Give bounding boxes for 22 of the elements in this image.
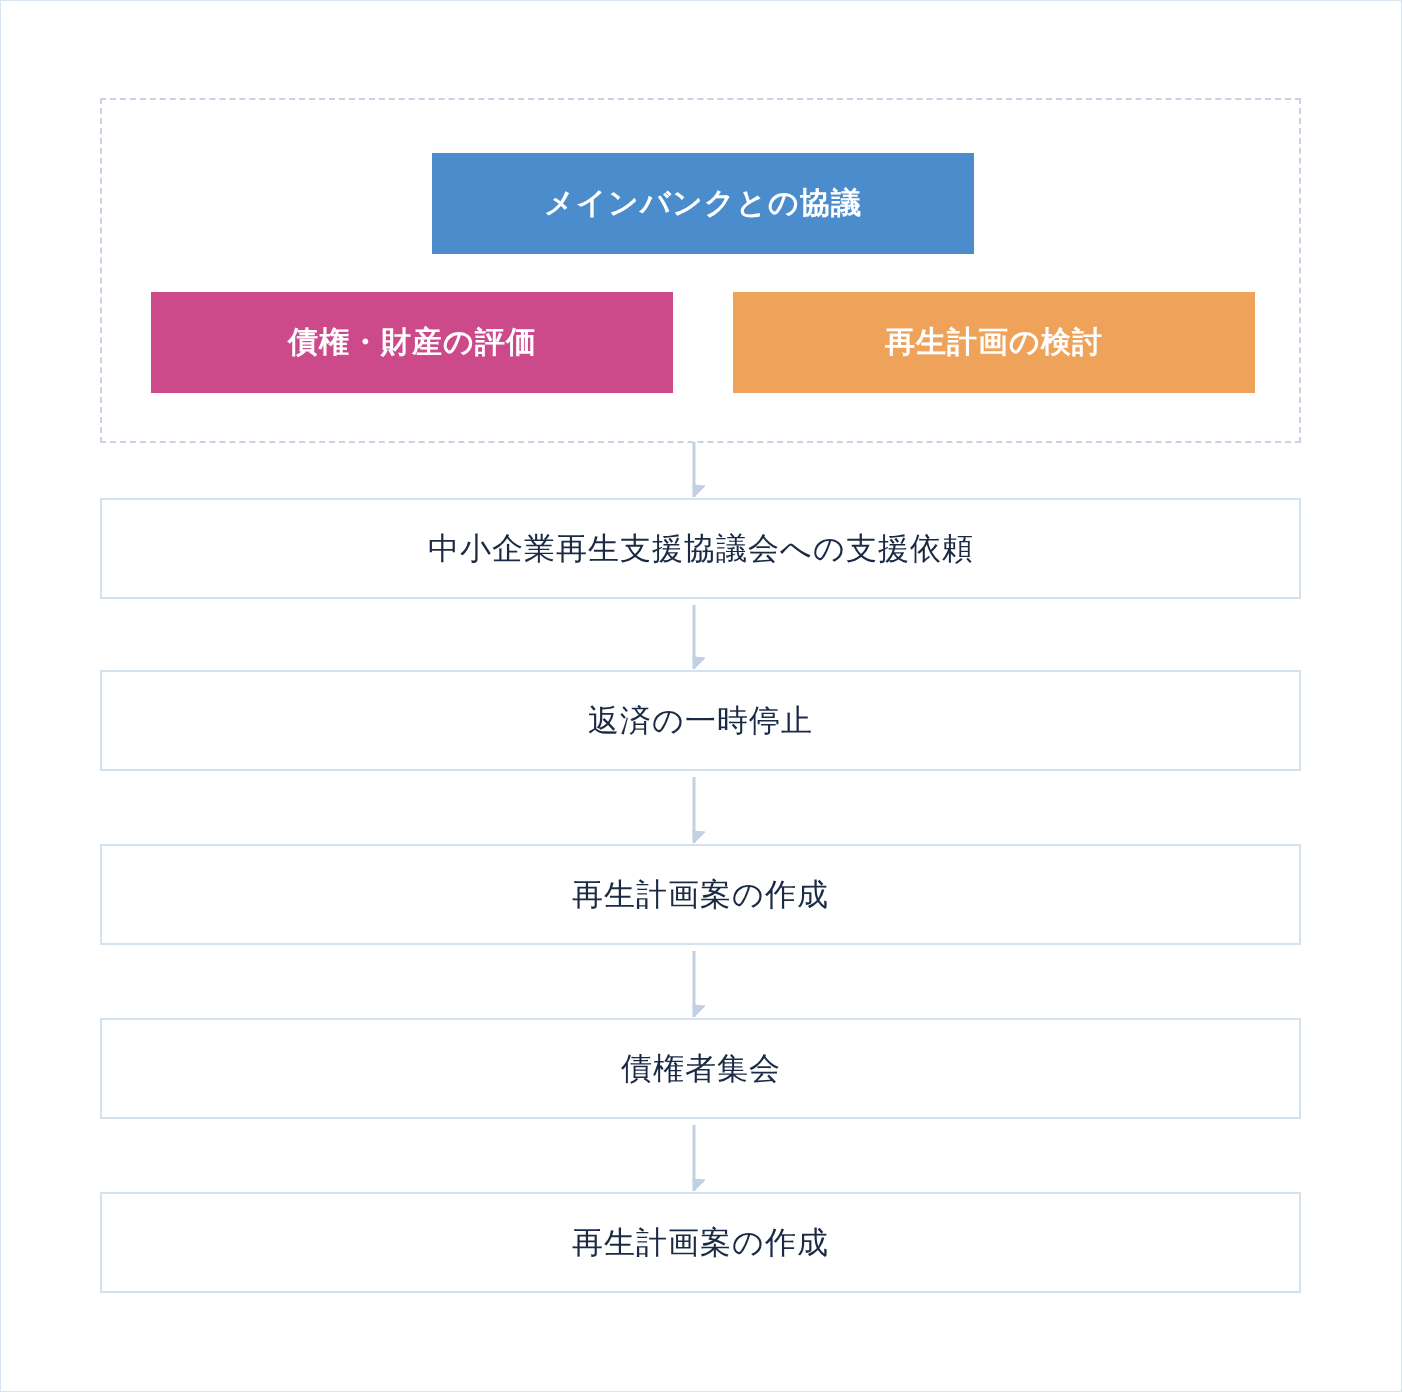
box-label: メインバンクとの協議 <box>544 184 862 222</box>
arrow <box>692 777 706 844</box>
step-box <box>100 844 1301 945</box>
arrow <box>692 605 706 670</box>
box-label: 返済の一時停止 <box>588 700 813 740</box>
step-box <box>100 670 1301 771</box>
step-box <box>100 1192 1301 1293</box>
box-label: 再生計画の検討 <box>885 323 1103 361</box>
process-box <box>733 292 1255 393</box>
step-box <box>100 498 1301 599</box>
dotted-group-box <box>100 98 1301 443</box>
box-label: 再生計画案の作成 <box>572 874 829 914</box>
process-box <box>151 292 673 393</box>
box-label: 債権・財産の評価 <box>287 323 537 361</box>
process-box <box>432 153 974 254</box>
step-box <box>100 1018 1301 1119</box>
arrow <box>692 1125 706 1192</box>
arrow <box>692 442 706 498</box>
box-label: 再生計画案の作成 <box>572 1222 829 1262</box>
arrow <box>692 951 706 1018</box>
box-label: 中小企業再生支援協議会への支援依頼 <box>427 528 974 568</box>
box-label: 債権者集会 <box>620 1048 781 1088</box>
